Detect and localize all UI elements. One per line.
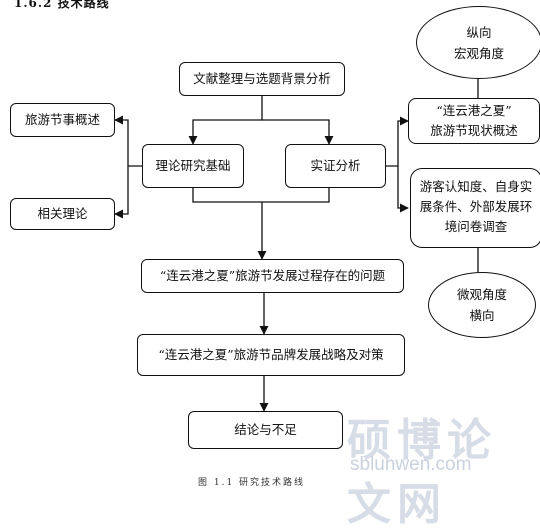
related-theory-label: 相关理论: [37, 206, 88, 221]
micro-line2: 横向: [469, 308, 495, 323]
connector-top-split: [188, 96, 263, 145]
problems-label: “连云港之夏”旅游节发展过程存在的问题: [159, 268, 386, 283]
connector-top-empirical: [262, 119, 334, 145]
literature-review-label: 文献整理与选题背景分析: [193, 71, 331, 86]
section-heading: 1.6.2 技术路线: [14, 0, 110, 10]
connector-theory-left: [114, 115, 142, 167]
theory-basis-label: 理论研究基础: [155, 158, 231, 173]
figure-caption: 图 1.1 研究技术路线: [198, 478, 306, 488]
macro-perspective-circle: 纵向 宏观角度: [416, 6, 540, 79]
macro-line1: 纵向: [466, 24, 492, 40]
survey-box: 游客认知度、自身实 展条件、外部发展环 境问卷调查: [410, 168, 540, 248]
conclusion-box: 结论与不足: [188, 411, 343, 449]
micro-line1: 微观角度: [456, 287, 507, 302]
strategy-box: “连云港之夏”旅游节品牌发展战略及对策: [137, 334, 405, 376]
micro-perspective-circle: 微观角度 横向: [428, 272, 536, 338]
macro-line2: 宏观角度: [453, 45, 504, 61]
connector-empirical-right: [386, 116, 409, 167]
festival-overview-box: 旅游节事概述: [10, 103, 115, 137]
survey-line1: 游客认知度、自身实: [419, 179, 533, 194]
flow-connectors: [114, 79, 479, 412]
watermark-url: sblunwen.com: [350, 454, 472, 475]
connector-merge: [192, 188, 330, 203]
conclusion-label: 结论与不足: [234, 422, 297, 437]
empirical-analysis-label: 实证分析: [310, 158, 361, 173]
survey-line2: 展条件、外部发展环: [419, 199, 533, 214]
survey-line3: 境问卷调查: [444, 219, 508, 234]
literature-review-box: 文献整理与选题背景分析: [179, 62, 345, 96]
related-theory-box: 相关理论: [10, 198, 115, 230]
empirical-analysis-box: 实证分析: [285, 144, 386, 188]
theory-basis-box: 理论研究基础: [142, 144, 244, 188]
festival-overview-label: 旅游节事概述: [24, 112, 100, 127]
problems-box: “连云港之夏”旅游节发展过程存在的问题: [141, 259, 404, 293]
festival-status-box: “连云港之夏” 旅游节现状概述: [408, 98, 540, 144]
connector-empirical-survey: [397, 166, 409, 213]
strategy-label: “连云港之夏”旅游节品牌发展战略及对策: [158, 347, 384, 362]
festival-status-line1: “连云港之夏”: [436, 103, 512, 118]
festival-status-line2: 旅游节现状概述: [430, 123, 518, 138]
connector-theory-related: [114, 166, 129, 219]
